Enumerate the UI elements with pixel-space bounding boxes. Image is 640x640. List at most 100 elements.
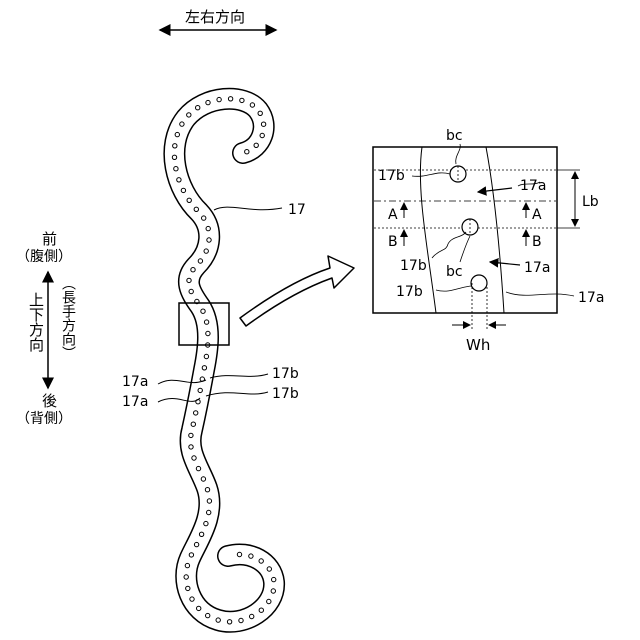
detail-bc-top: bc xyxy=(446,128,463,144)
strip-hole xyxy=(250,614,254,618)
front-label: 前 xyxy=(42,230,57,248)
strip-hole xyxy=(189,445,193,449)
strip-hole xyxy=(189,289,193,293)
strip-hole xyxy=(206,226,210,230)
strip-hole xyxy=(207,510,211,514)
detail-17a-middle: 17a xyxy=(524,260,550,276)
hole-bottom xyxy=(471,275,487,291)
strip-hole xyxy=(259,608,263,612)
strip-hole xyxy=(249,554,253,558)
detail-17b-middle: 17b xyxy=(400,258,427,274)
detail-Lb: Lb xyxy=(582,194,599,210)
detail-B-right: B xyxy=(532,234,542,250)
strip-hole xyxy=(189,433,193,437)
magnify-arrow xyxy=(240,256,354,326)
strip-hole xyxy=(196,466,200,470)
strip-hole xyxy=(197,606,201,610)
leader-17b-lower xyxy=(206,392,268,396)
strip-hole xyxy=(216,618,220,622)
strip-hole xyxy=(198,388,202,392)
strip-hole xyxy=(202,216,206,220)
detail-Wh: Wh xyxy=(466,336,490,354)
strip-hole xyxy=(207,499,211,503)
strip-hole xyxy=(258,111,262,115)
strip-hole xyxy=(206,331,210,335)
strip-hole xyxy=(187,198,191,202)
left-right-label: 左右方向 xyxy=(185,8,245,26)
strip-hole xyxy=(227,620,231,624)
strip-hole xyxy=(204,320,208,324)
strip-hole xyxy=(196,106,200,110)
serpentine-strip xyxy=(172,97,276,624)
strip-hole xyxy=(184,575,188,579)
strip-hole xyxy=(194,207,198,211)
strip-hole xyxy=(240,98,244,102)
up-down-label: 上下方向 xyxy=(28,292,44,352)
strip-hole xyxy=(201,477,205,481)
strip-hole xyxy=(206,100,210,104)
label-17: 17 xyxy=(288,202,306,218)
strip-hole xyxy=(181,188,185,192)
strip-hole xyxy=(192,456,196,460)
strip-hole xyxy=(194,411,198,415)
detail-A-right: A xyxy=(532,207,542,223)
strip-hole xyxy=(204,249,208,253)
strip-hole xyxy=(205,488,209,492)
rear-paren-label: （背側） xyxy=(16,410,72,428)
strip-hole xyxy=(194,542,198,546)
detail-bc-middle: bc xyxy=(446,264,463,280)
leader-17 xyxy=(214,207,282,210)
strip-hole xyxy=(272,577,276,581)
label-17a-lower: 17a xyxy=(122,394,148,410)
strip-hole xyxy=(217,97,221,101)
strip-hole xyxy=(180,122,184,126)
strip-hole xyxy=(271,589,275,593)
strip-hole xyxy=(199,532,203,536)
detail-17b-bottom: 17b xyxy=(396,284,423,300)
strip-hole xyxy=(177,178,181,182)
strip-hole xyxy=(186,586,190,590)
strip-hole xyxy=(185,563,189,567)
longitudinal-label: （長手方向） xyxy=(60,276,76,360)
strip-hole xyxy=(207,238,211,242)
rear-label: 後 xyxy=(42,392,57,410)
strip-hole xyxy=(175,132,179,136)
detail-17a-bottom: 17a xyxy=(578,290,604,306)
label-17a-upper: 17a xyxy=(122,374,148,390)
strip-hole xyxy=(172,155,176,159)
strip-hole xyxy=(245,150,249,154)
strip-hole xyxy=(239,618,243,622)
front-paren-label: （腹側） xyxy=(16,248,72,266)
left-right-direction: 左右方向 xyxy=(160,8,276,30)
label-17b-upper: 17b xyxy=(272,366,299,382)
strip-hole xyxy=(198,259,202,263)
strip-hole xyxy=(173,144,177,148)
strip-hole xyxy=(189,553,193,557)
strip-hole xyxy=(267,599,271,603)
strip-hole xyxy=(191,268,195,272)
detail-A-left: A xyxy=(388,207,398,223)
strip-hole xyxy=(237,552,241,556)
strip-hole xyxy=(254,143,258,147)
label-17b-lower: 17b xyxy=(272,386,299,402)
strip-hole xyxy=(191,422,195,426)
strip-hole xyxy=(228,97,232,101)
leader-17b-upper xyxy=(210,374,268,378)
strip-hole xyxy=(187,113,191,117)
strip-hole xyxy=(250,103,254,107)
strip-hole xyxy=(204,521,208,525)
strip-hole xyxy=(261,122,265,126)
strip-hole xyxy=(190,597,194,601)
strip-hole xyxy=(204,354,208,358)
strip-hole xyxy=(206,613,210,617)
strip-hole xyxy=(187,278,191,282)
strip-hole xyxy=(202,366,206,370)
detail-B-left: B xyxy=(388,234,398,250)
detail-17a-top: 17a xyxy=(520,178,546,194)
strip-hole xyxy=(259,559,263,563)
strip-hole xyxy=(201,309,205,313)
detail-17b-top: 17b xyxy=(378,168,405,184)
strip-hole xyxy=(260,133,264,137)
strip-hole xyxy=(174,167,178,171)
